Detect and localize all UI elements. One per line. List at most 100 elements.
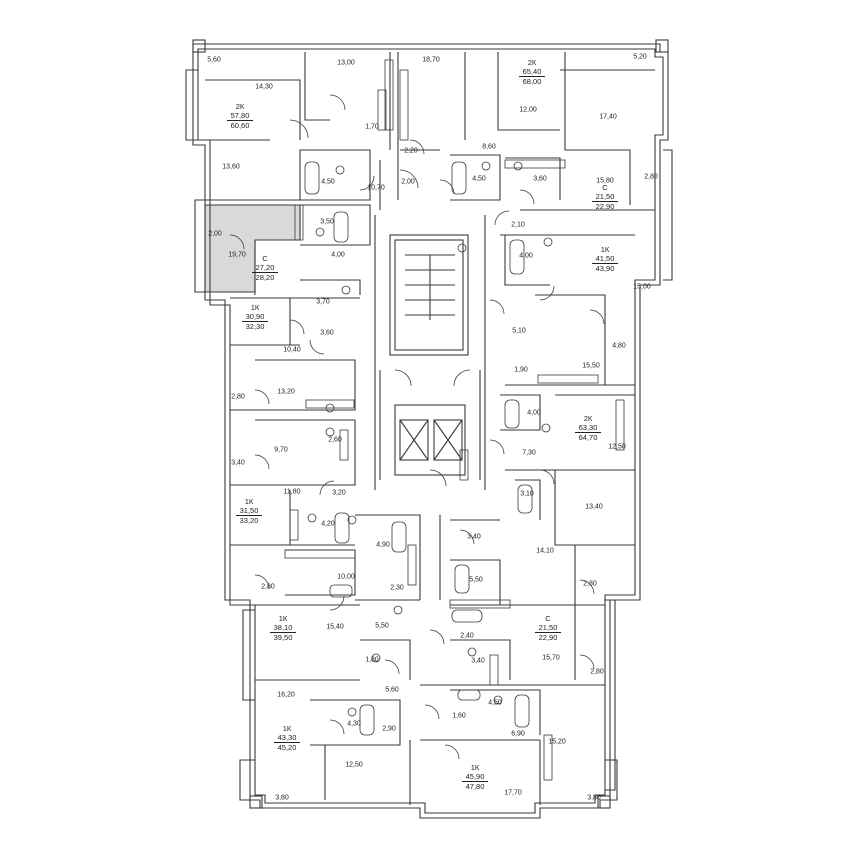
room-area: 10,40 bbox=[283, 346, 301, 354]
room-area: 4,20 bbox=[321, 520, 335, 528]
room-area: 3,80 bbox=[275, 794, 289, 802]
apartment-label: 2К 63,30 64,70 bbox=[575, 414, 601, 442]
elevator-core bbox=[394, 404, 466, 476]
room-area: 2,80 bbox=[590, 668, 604, 676]
apartment-total-area: 28,20 bbox=[255, 273, 275, 282]
room-area: 4,50 bbox=[321, 178, 335, 186]
apartment-living-area: 63,30 bbox=[578, 423, 598, 432]
room-area: 19,70 bbox=[228, 251, 246, 259]
apartment-total-area: 22,90 bbox=[595, 202, 615, 211]
room-area: 4,00 bbox=[331, 251, 345, 259]
room-area: 13,20 bbox=[277, 388, 295, 396]
apartment-label: 1К 30,90 32,30 bbox=[242, 303, 268, 331]
room-area: 5,20 bbox=[633, 53, 647, 61]
room-area: 5,60 bbox=[385, 686, 399, 694]
room-area: 4,90 bbox=[376, 541, 390, 549]
room-area: 2,60 bbox=[328, 436, 342, 444]
room-area: 17,40 bbox=[599, 113, 617, 121]
room-area: 1,80 bbox=[365, 656, 379, 664]
room-area: 10,00 bbox=[337, 573, 355, 581]
apartment-label: 2К 65,40 68,00 bbox=[519, 58, 545, 86]
apartment-type: 2К bbox=[235, 102, 245, 111]
room-area: 15,50 bbox=[582, 362, 600, 370]
apartment-living-area: 31,50 bbox=[239, 506, 259, 515]
apartment-type: 2К bbox=[527, 58, 537, 67]
room-area: 3,80 bbox=[587, 794, 601, 802]
room-area: 5,10 bbox=[512, 327, 526, 335]
apartment-type: С bbox=[602, 183, 608, 192]
room-area: 5,50 bbox=[469, 576, 483, 584]
room-area: 13,00 bbox=[337, 59, 355, 67]
room-area: 8,60 bbox=[482, 143, 496, 151]
apartment-living-area: 30,90 bbox=[245, 312, 265, 321]
room-area: 2,80 bbox=[231, 393, 245, 401]
apartment-total-area: 39,50 bbox=[273, 633, 293, 642]
room-area: 7,30 bbox=[522, 449, 536, 457]
room-area: 2,00 bbox=[401, 178, 415, 186]
room-area: 14,30 bbox=[255, 83, 273, 91]
apartment-type: 1К bbox=[278, 614, 288, 623]
apartment-living-area: 65,40 bbox=[522, 67, 542, 76]
room-area: 14,10 bbox=[536, 547, 554, 555]
room-area: 2,90 bbox=[382, 725, 396, 733]
apartment-label: 1К 31,50 33,20 bbox=[236, 497, 262, 525]
room-area: 3,50 bbox=[320, 218, 334, 226]
room-area: 6,90 bbox=[511, 730, 525, 738]
room-area: 12,00 bbox=[519, 106, 537, 114]
apartment-type: 2К bbox=[583, 414, 593, 423]
room-area: 2,30 bbox=[390, 584, 404, 592]
apartment-total-area: 47,80 bbox=[465, 782, 485, 791]
apartment-type: 1К bbox=[282, 724, 292, 733]
apartment-total-area: 64,70 bbox=[578, 433, 598, 442]
room-area: 18,70 bbox=[422, 56, 440, 64]
room-area: 3,60 bbox=[533, 175, 547, 183]
stair-core bbox=[389, 234, 469, 356]
room-area: 4,00 bbox=[527, 409, 541, 417]
apartment-type: 1К bbox=[600, 245, 610, 254]
room-area: 2,80 bbox=[644, 173, 658, 181]
apartment-label: 1К 38,10 39,50 bbox=[270, 614, 296, 642]
room-area: 4,00 bbox=[519, 252, 533, 260]
room-area: 3,60 bbox=[320, 329, 334, 337]
room-area: 1,60 bbox=[452, 712, 466, 720]
apartment-label: 1К 41,50 43,90 bbox=[592, 245, 618, 273]
apartment-total-area: 22,90 bbox=[538, 633, 558, 642]
apartment-type: С bbox=[262, 254, 268, 263]
room-area: 4,30 bbox=[347, 720, 361, 728]
apartment-living-area: 43,30 bbox=[277, 733, 297, 742]
apartment-label: С 21,50 22,90 bbox=[592, 183, 618, 211]
room-area: 2,20 bbox=[404, 147, 418, 155]
room-area: 5,50 bbox=[375, 622, 389, 630]
room-area: 15,40 bbox=[326, 623, 344, 631]
room-area: 15,80 bbox=[596, 177, 614, 185]
room-area: 3,40 bbox=[231, 459, 245, 467]
room-area: 3,20 bbox=[332, 489, 346, 497]
apartment-total-area: 45,20 bbox=[277, 743, 297, 752]
room-area: 4,80 bbox=[612, 342, 626, 350]
apartment-type: 1К bbox=[250, 303, 260, 312]
room-area: 13,60 bbox=[222, 163, 240, 171]
apartment-label: С 27,20 28,20 bbox=[252, 254, 278, 282]
apartment-total-area: 33,20 bbox=[239, 516, 259, 525]
apartment-label: С 21,50 22,90 bbox=[535, 614, 561, 642]
apartment-total-area: 68,00 bbox=[522, 77, 542, 86]
room-area: 2,00 bbox=[208, 230, 222, 238]
room-area: 3,40 bbox=[467, 533, 481, 541]
room-area: 9,70 bbox=[274, 446, 288, 454]
room-area: 4,50 bbox=[472, 175, 486, 183]
room-area: 17,70 bbox=[504, 789, 522, 797]
building-outline bbox=[192, 43, 669, 819]
apartment-total-area: 60,60 bbox=[230, 121, 250, 130]
room-area: 13,40 bbox=[585, 503, 603, 511]
apartment-label: 1К 45,90 47,80 bbox=[462, 763, 488, 791]
apartment-total-area: 32,30 bbox=[245, 322, 265, 331]
room-area: 4,50 bbox=[488, 699, 502, 707]
room-area: 10,70 bbox=[367, 184, 385, 192]
apartment-living-area: 41,50 bbox=[595, 254, 615, 263]
room-area: 5,60 bbox=[207, 56, 221, 64]
room-area: 3,10 bbox=[520, 490, 534, 498]
apartment-living-area: 57,80 bbox=[230, 111, 250, 120]
room-area: 16,20 bbox=[277, 691, 295, 699]
apartment-type: С bbox=[545, 614, 551, 623]
